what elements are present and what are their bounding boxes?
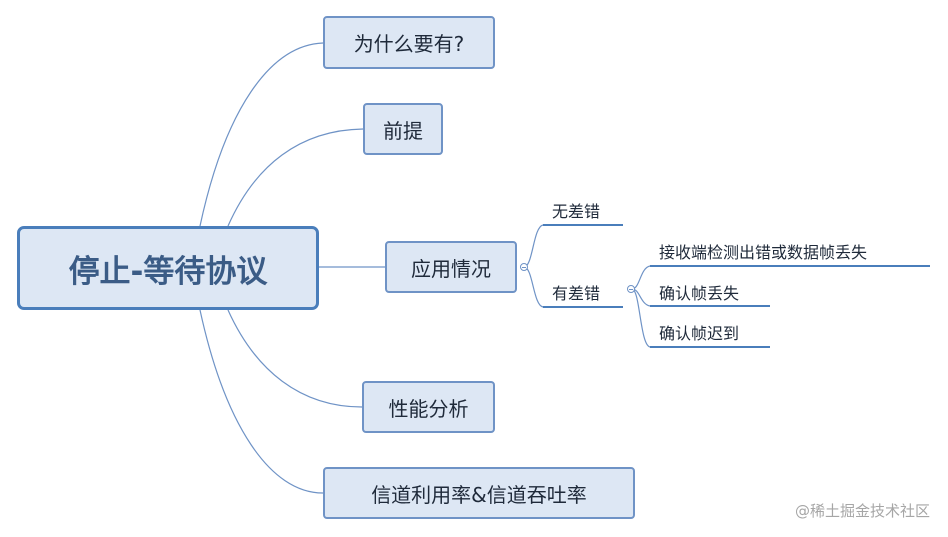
collapse-cases-icon[interactable] [520, 263, 528, 271]
watermark: @稀土掘金技术社区 [794, 502, 930, 520]
collapse-error-icon[interactable] [627, 285, 635, 293]
root-label: 停止-等待协议 [68, 253, 268, 290]
topic-premise-label: 前提 [383, 118, 423, 143]
topic-premise[interactable]: 前提 [363, 103, 443, 155]
link-cases-noerror [523, 224, 544, 268]
error-child-3[interactable]: 确认帧迟到 [659, 324, 740, 343]
error-child-3-underline [650, 346, 770, 348]
error-child-2[interactable]: 确认帧丢失 [659, 284, 740, 303]
link-cases-error [523, 266, 544, 308]
link-root-utilization [199, 309, 324, 494]
topic-utilization[interactable]: 信道利用率&信道吞吐率 [323, 467, 635, 519]
topic-cases[interactable]: 应用情况 [385, 241, 517, 293]
topic-why[interactable]: 为什么要有? [323, 16, 495, 69]
root-node[interactable]: 停止-等待协议 [17, 226, 319, 310]
topic-utilization-label: 信道利用率&信道吞吐率 [371, 482, 587, 507]
link-root-why [199, 42, 324, 227]
topic-why-label: 为什么要有? [353, 32, 465, 56]
topic-performance-label: 性能分析 [388, 396, 469, 421]
case-error-underline [543, 306, 623, 308]
topic-cases-label: 应用情况 [411, 256, 491, 281]
topic-performance[interactable]: 性能分析 [362, 381, 495, 433]
link-root-premise [227, 128, 364, 227]
error-child-1[interactable]: 接收端检测出错或数据帧丢失 [659, 243, 868, 262]
link-root-performance [227, 309, 363, 408]
case-no-error-underline [543, 224, 623, 226]
error-child-1-underline [650, 265, 930, 267]
case-no-error[interactable]: 无差错 [552, 202, 601, 221]
case-error[interactable]: 有差错 [552, 284, 601, 303]
link-error-child1 [631, 265, 651, 290]
error-child-2-underline [650, 305, 770, 307]
